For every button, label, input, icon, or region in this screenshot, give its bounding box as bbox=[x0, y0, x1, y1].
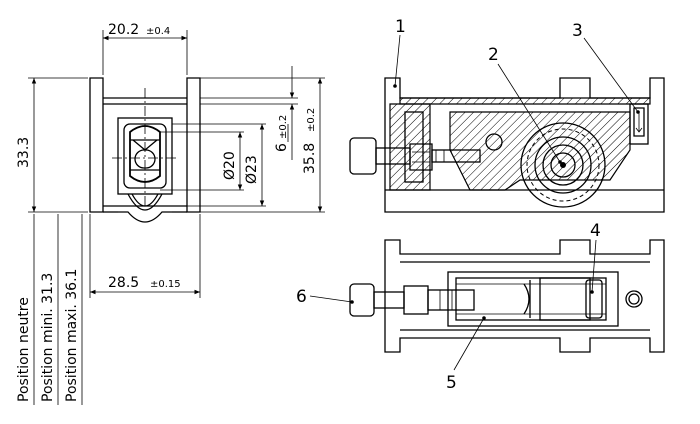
svg-text:2: 2 bbox=[488, 45, 499, 65]
dim-offset-value: 6 bbox=[274, 143, 290, 152]
dim-height-right-value: 35.8 bbox=[302, 143, 318, 174]
callout-6: 6 bbox=[296, 287, 354, 307]
callout-4: 4 bbox=[590, 221, 601, 294]
position-neutre: Position neutre bbox=[16, 297, 32, 402]
dim-offset: 6 ±0.2 bbox=[200, 66, 298, 160]
dim-width-top: 20.2 ±0.4 bbox=[102, 22, 188, 75]
dim-width-bottom-value: 28.5 bbox=[108, 275, 139, 291]
dim-width-top-value: 20.2 bbox=[108, 22, 139, 38]
svg-text:5: 5 bbox=[446, 373, 457, 393]
dim-width-bottom: 28.5 ±0.15 bbox=[89, 214, 201, 298]
dim-height-total-value: 33.3 bbox=[16, 137, 32, 168]
svg-text:1: 1 bbox=[395, 17, 406, 37]
svg-text:4: 4 bbox=[590, 221, 601, 241]
dim-dia-20: Ø20 bbox=[222, 151, 238, 180]
side-section-view bbox=[89, 77, 201, 223]
dim-height-total: 33.3 bbox=[16, 77, 88, 213]
front-section-view bbox=[349, 77, 665, 213]
dim-width-bottom-tol: ±0.15 bbox=[150, 279, 181, 290]
callout-5: 5 bbox=[446, 316, 486, 393]
dim-diameters: Ø20 Ø23 bbox=[160, 123, 266, 207]
dim-height-right-tol: ±0.2 bbox=[306, 108, 317, 132]
position-maxi: Position maxi. 36.1 bbox=[64, 269, 80, 402]
svg-text:3: 3 bbox=[572, 21, 583, 41]
callout-2: 2 bbox=[488, 45, 562, 164]
callout-1: 1 bbox=[393, 17, 406, 88]
dim-height-right: 35.8 ±0.2 bbox=[200, 77, 325, 213]
top-plan-view bbox=[349, 239, 665, 353]
dim-dia-23: Ø23 bbox=[244, 155, 260, 184]
dim-offset-tol: ±0.2 bbox=[278, 115, 289, 139]
position-mini: Position mini. 31.3 bbox=[40, 273, 56, 402]
position-labels: Position neutre Position mini. 31.3 Posi… bbox=[16, 214, 83, 405]
callout-3: 3 bbox=[572, 21, 640, 114]
dim-width-top-tol: ±0.4 bbox=[146, 26, 170, 37]
svg-text:6: 6 bbox=[296, 287, 307, 307]
